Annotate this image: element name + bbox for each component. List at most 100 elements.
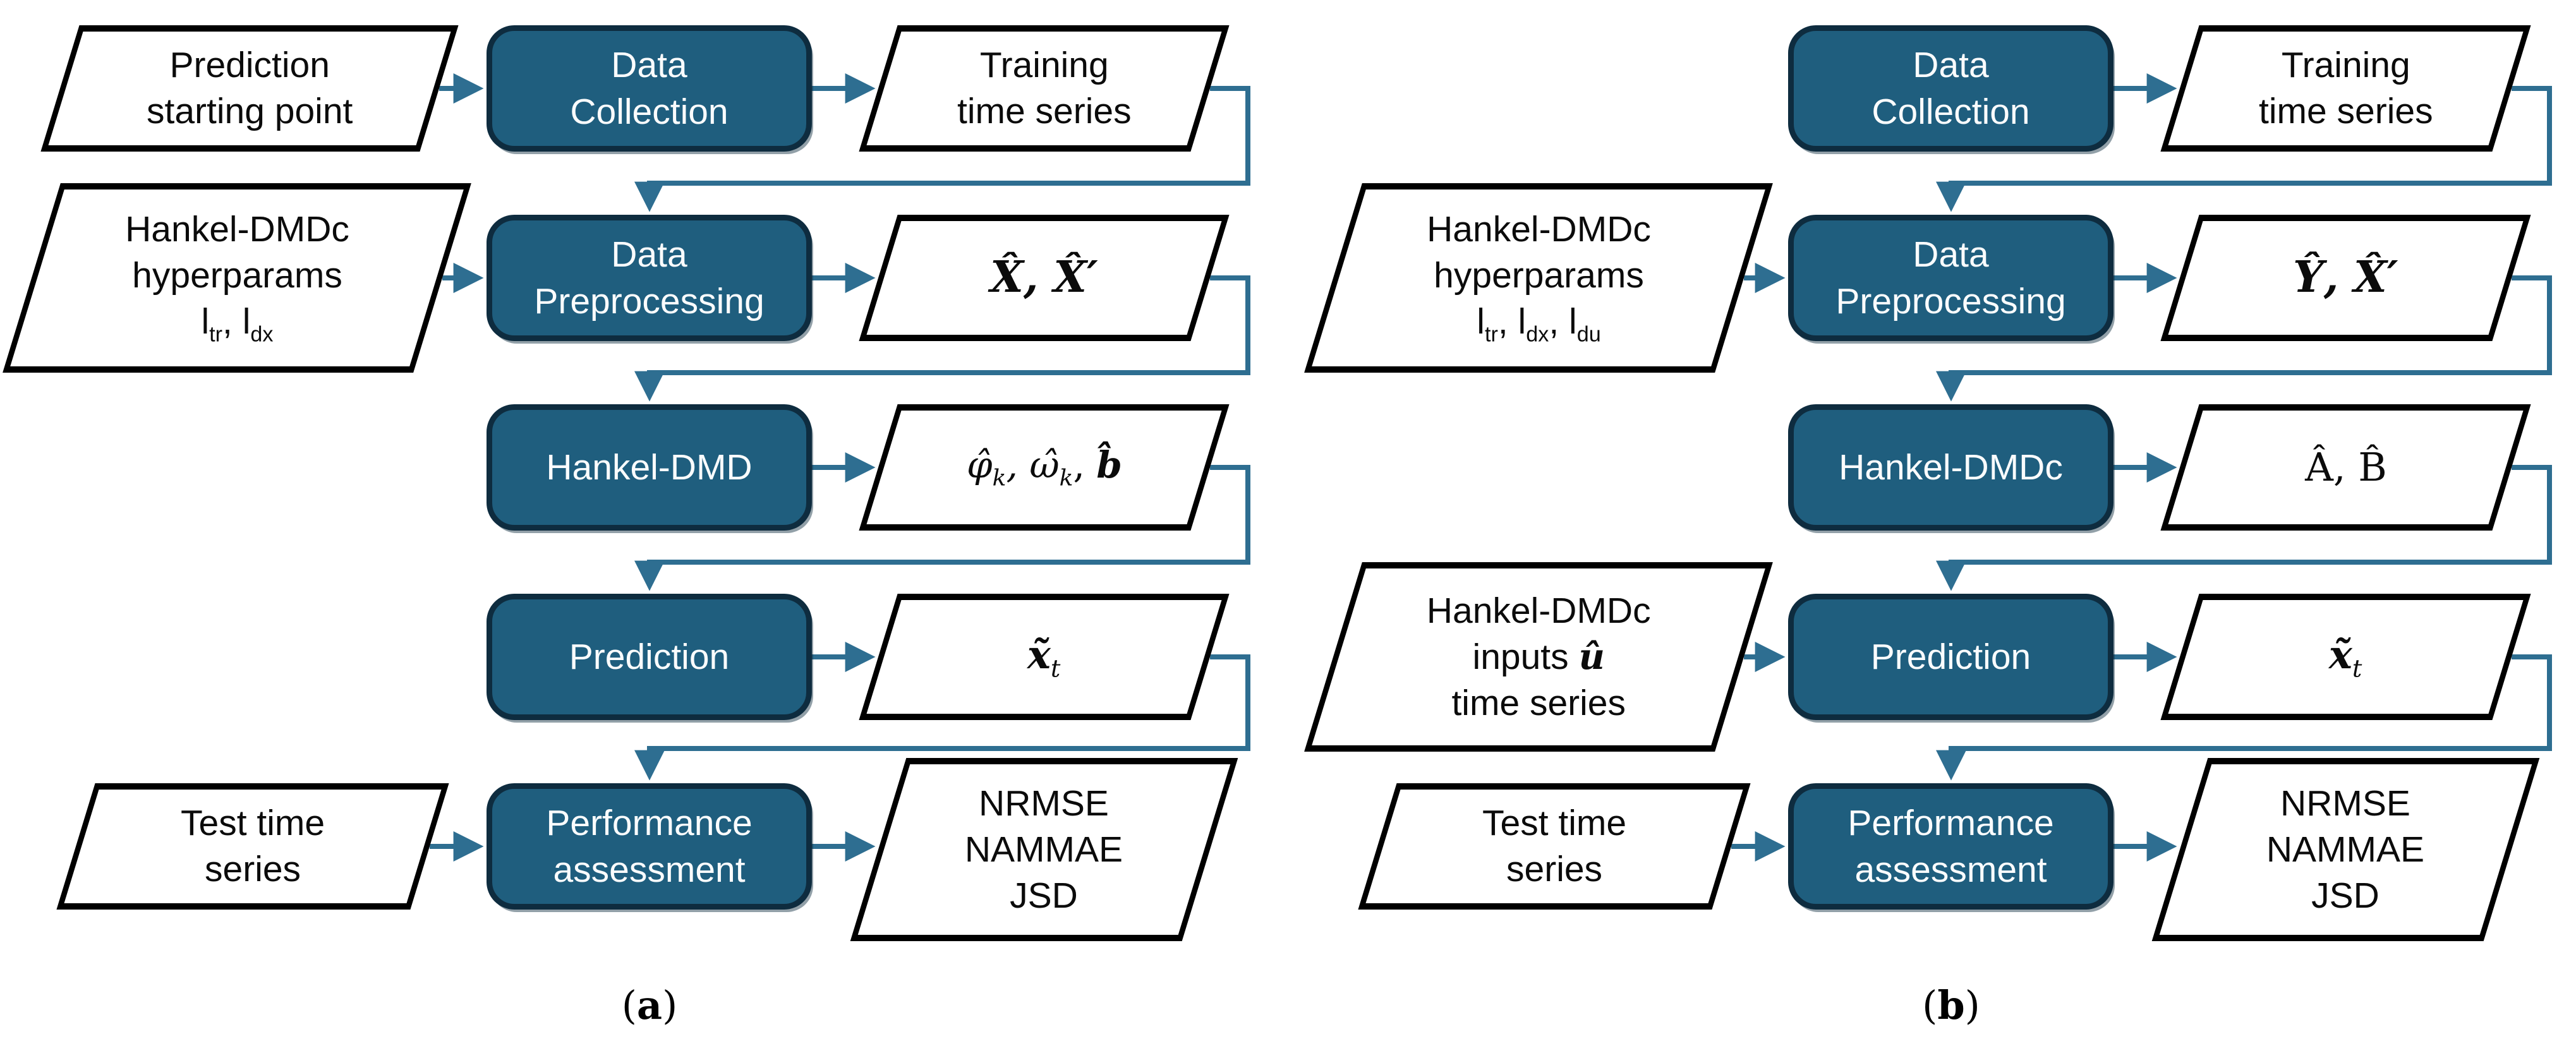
b-box5-line1: Performance [1847,802,2054,843]
b-process-data-preprocessing: Data Preprocessing [1788,215,2113,341]
b-input4-line1: Hankel-DMDc [1426,590,1651,631]
b-out2-math: Ŷ, X̂′ [2293,252,2398,303]
elbow-b-ab-to-prediction [1936,465,2552,591]
a-process-data-collection: Data Collection [487,25,812,152]
elbow-b-xt-to-assessment [1936,654,2552,781]
a-process-data-preprocessing: Data Preprocessing [487,215,812,341]
a-box1-line1: Data [611,44,687,85]
a-metrics-jsd: JSD [1010,875,1079,916]
a-param-comma1: , [222,301,243,342]
a-output-predicted-state: x̃t [859,594,1230,720]
a-input2-line2: hyperparams [131,255,342,296]
b-input-hankel-dmdc-inputs: Hankel-DMDc inputs û time series [1304,562,1773,752]
b-input4-inputs-word: inputs [1472,636,1579,677]
b-output-predicted-state: x̃t [2160,594,2531,720]
b-metrics-nammae: NAMMAE [2266,829,2425,870]
a-input5-line1: Test time [180,803,325,844]
a-box2-line1: Data [611,234,687,275]
b-input2-params: ltr, ldx, ldu [1427,299,1651,349]
a-metrics-nammae: NAMMAE [965,829,1123,870]
elbow-a-modes-to-prediction [634,465,1250,591]
b-metrics-nrmse: NRMSE [2280,783,2411,824]
a-caption-close-paren: ) [662,982,678,1028]
a-out3-sub-k2: k [1059,465,1073,491]
b-process-prediction: Prediction [1788,594,2113,720]
a-box3-label: Hankel-DMD [546,447,753,488]
b-box1-line2: Collection [1872,92,2030,132]
a-param-l2: l [242,301,250,342]
a-process-prediction: Prediction [487,594,812,720]
a-param-l1: l [200,301,209,342]
a-input2-params: ltr, ldx [125,299,349,349]
a-input1-line2: starting point [146,91,353,131]
b-caption: (b) [1882,982,2021,1028]
a-caption-open-paren: ( [621,982,637,1028]
b-metrics-jsd: JSD [2311,875,2380,916]
a-out1-line2: time series [957,91,1132,131]
b-out1-line2: time series [2258,91,2433,131]
a-out1-line1: Training [979,45,1109,86]
b-param-sub-du: du [1576,322,1601,347]
b-param-comma1: , [1497,301,1518,342]
b-caption-close-paren: ) [1964,982,1980,1028]
b-out3-math: Â, B̂ [2304,444,2387,491]
b-param-l2: l [1518,301,1526,342]
a-out4-x: x̃ [1027,631,1051,678]
b-param-sub-dx: dx [1525,322,1549,347]
a-out4-sub-t: t [1051,654,1061,683]
a-input1-line1: Prediction [169,45,330,86]
b-box1-line1: Data [1913,44,1989,85]
b-process-performance-assessment: Performance assessment [1788,783,2113,910]
a-output-hankel-matrices: X̂, X̂′ [859,215,1230,341]
b-box5-line2: assessment [1854,850,2047,890]
b-input4-line2: inputs û [1427,634,1651,680]
b-output-metrics: NRMSE NAMMAE JSD [2151,758,2540,941]
b-box3-label: Hankel-DMDc [1839,447,2063,488]
a-caption: (a) [580,982,719,1028]
b-output-hankel-matrices: Ŷ, X̂′ [2160,215,2531,341]
a-out3-phi: φ̂ [966,443,993,487]
a-param-sub-tr: tr [209,322,222,347]
a-metrics-nrmse: NRMSE [979,783,1110,824]
a-box5-line1: Performance [546,802,753,843]
b-input-test-time-series: Test time series [1358,783,1751,910]
a-box5-line2: assessment [553,850,746,890]
b-input2-line2: hyperparams [1433,255,1644,296]
a-out3-sub-k1: k [992,465,1007,491]
a-box1-line2: Collection [570,92,729,132]
b-process-data-collection: Data Collection [1788,25,2113,152]
b-param-sub-tr: tr [1484,322,1498,347]
b-input2-line1: Hankel-DMDc [1426,209,1651,250]
b-input5-line2: series [1506,849,1603,889]
a-process-hankel-dmd: Hankel-DMD [487,404,812,531]
a-param-sub-dx: dx [250,322,273,347]
a-out3-omega: , ω̂ [1006,443,1060,487]
b-out4-sub-t: t [2352,654,2362,683]
b-box4-label: Prediction [1870,636,2031,677]
elbow-a-matrices-to-hankeldmd [634,275,1250,402]
b-input5-line1: Test time [1482,803,1627,844]
b-out4-x: x̃ [2329,631,2353,678]
b-output-training-time-series: Training time series [2160,25,2531,152]
a-box4-label: Prediction [569,636,730,677]
b-box2-line2: Preprocessing [1835,281,2066,322]
a-input-test-time-series: Test time series [56,783,449,910]
b-caption-open-paren: ( [1922,982,1938,1028]
b-out1-line1: Training [2281,45,2410,86]
a-input-prediction-starting-point: Prediction starting point [40,25,459,152]
elbow-a-xt-to-assessment [634,654,1250,781]
a-output-metrics: NRMSE NAMMAE JSD [850,758,1238,941]
elbow-b-training-to-preprocessing [1936,86,2552,212]
a-output-dmd-modes: φ̂k, ω̂k, b̂ [859,404,1230,531]
a-input2-line1: Hankel-DMDc [124,209,349,250]
b-process-hankel-dmdc: Hankel-DMDc [1788,404,2113,531]
a-input-hankel-dmdc-hyperparams: Hankel-DMDc hyperparams ltr, ldx [3,183,471,373]
a-input5-line2: series [204,849,301,889]
b-param-l1: l [1476,301,1485,342]
b-output-ab-operators: Â, B̂ [2160,404,2531,531]
a-output-training-time-series: Training time series [859,25,1230,152]
a-box2-line2: Preprocessing [534,281,765,322]
elbow-a-training-to-preprocessing [634,86,1250,212]
